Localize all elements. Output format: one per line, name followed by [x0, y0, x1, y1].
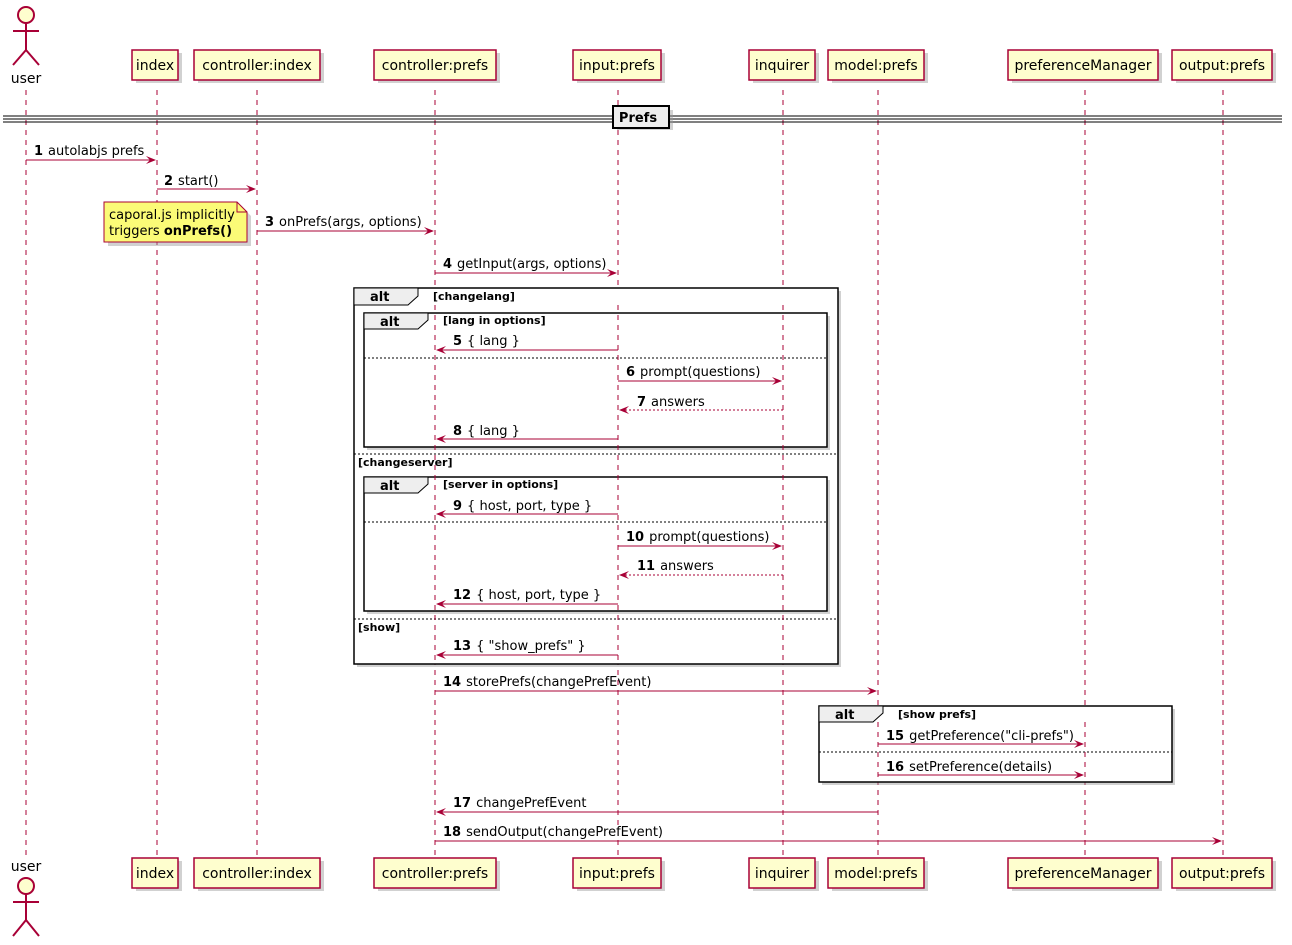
fragment-lang-alt: alt [lang in options] — [363, 312, 830, 450]
message-label: 5{ lang } — [453, 334, 520, 349]
participant-label: inquirer — [755, 866, 809, 882]
participant-inquirer-top: inquirer — [748, 49, 819, 83]
divider-label: Prefs — [619, 111, 657, 126]
participant-label: preferenceManager — [1014, 58, 1151, 74]
actor-user-bottom: user — [11, 859, 42, 937]
message-label: 12{ host, port, type } — [453, 588, 601, 603]
participant-controller-prefs-bottom: controller:prefs — [373, 857, 500, 891]
participant-index-top: index — [131, 49, 182, 83]
participant-output-prefs-bottom: output:prefs — [1171, 857, 1276, 891]
participant-label: index — [136, 866, 174, 882]
participant-label: index — [136, 58, 174, 74]
actor-user-top: user — [11, 6, 42, 87]
note-line-2: triggers onPrefs() — [109, 224, 232, 239]
note-caporal: caporal.js implicitly triggers onPrefs() — [103, 201, 251, 246]
participant-index-bottom: index — [131, 857, 182, 891]
note-line-2-prefix: triggers — [109, 224, 164, 239]
fragment-server-alt: alt [server in options] — [363, 476, 830, 614]
participant-label: controller:prefs — [382, 866, 488, 882]
fragment-keyword: alt — [380, 479, 399, 494]
participant-label: preferenceManager — [1014, 866, 1151, 882]
participant-label: output:prefs — [1179, 866, 1265, 882]
message-label: 13{ "show_prefs" } — [453, 639, 586, 654]
participant-controller-index-top: controller:index — [193, 49, 324, 83]
fragment-keyword: alt — [380, 315, 399, 330]
participant-label: controller:index — [202, 58, 312, 74]
participant-label: controller:prefs — [382, 58, 488, 74]
participant-inquirer-bottom: inquirer — [748, 857, 819, 891]
participant-label: model:prefs — [834, 866, 917, 882]
participant-preference-manager-bottom: preferenceManager — [1007, 857, 1162, 891]
participant-label: user — [11, 71, 42, 87]
fragment-condition: [show prefs] — [898, 708, 976, 721]
participant-input-prefs-bottom: input:prefs — [572, 857, 665, 891]
participant-label: controller:index — [202, 866, 312, 882]
participant-preference-manager-top: preferenceManager — [1007, 49, 1162, 83]
message-label: 9{ host, port, type } — [453, 499, 592, 514]
participant-output-prefs-top: output:prefs — [1171, 49, 1276, 83]
fragment-condition: [changeserver] — [358, 456, 452, 469]
participant-input-prefs-top: input:prefs — [572, 49, 665, 83]
participant-controller-prefs-top: controller:prefs — [373, 49, 500, 83]
note-line-1: caporal.js implicitly — [109, 208, 235, 223]
fragment-keyword: alt — [370, 290, 389, 305]
fragment-condition: [show] — [358, 621, 400, 634]
lifelines-overlay — [434, 305, 1086, 782]
participant-controller-index-bottom: controller:index — [193, 857, 324, 891]
participant-label: user — [11, 859, 42, 875]
fragment-condition: [changelang] — [433, 290, 515, 303]
participant-label: inquirer — [755, 58, 809, 74]
participant-label: model:prefs — [834, 58, 917, 74]
fragment-keyword: alt — [835, 708, 854, 723]
participant-model-prefs-top: model:prefs — [827, 49, 928, 83]
note-line-2-bold: onPrefs() — [164, 224, 232, 239]
message-label: 8{ lang } — [453, 424, 520, 439]
divider-prefs: Prefs — [3, 105, 1282, 130]
fragment-condition: [server in options] — [443, 478, 558, 491]
participant-label: output:prefs — [1179, 58, 1265, 74]
participant-label: input:prefs — [579, 866, 655, 882]
participant-label: input:prefs — [579, 58, 655, 74]
fragment-condition: [lang in options] — [443, 314, 546, 327]
participant-model-prefs-bottom: model:prefs — [827, 857, 928, 891]
